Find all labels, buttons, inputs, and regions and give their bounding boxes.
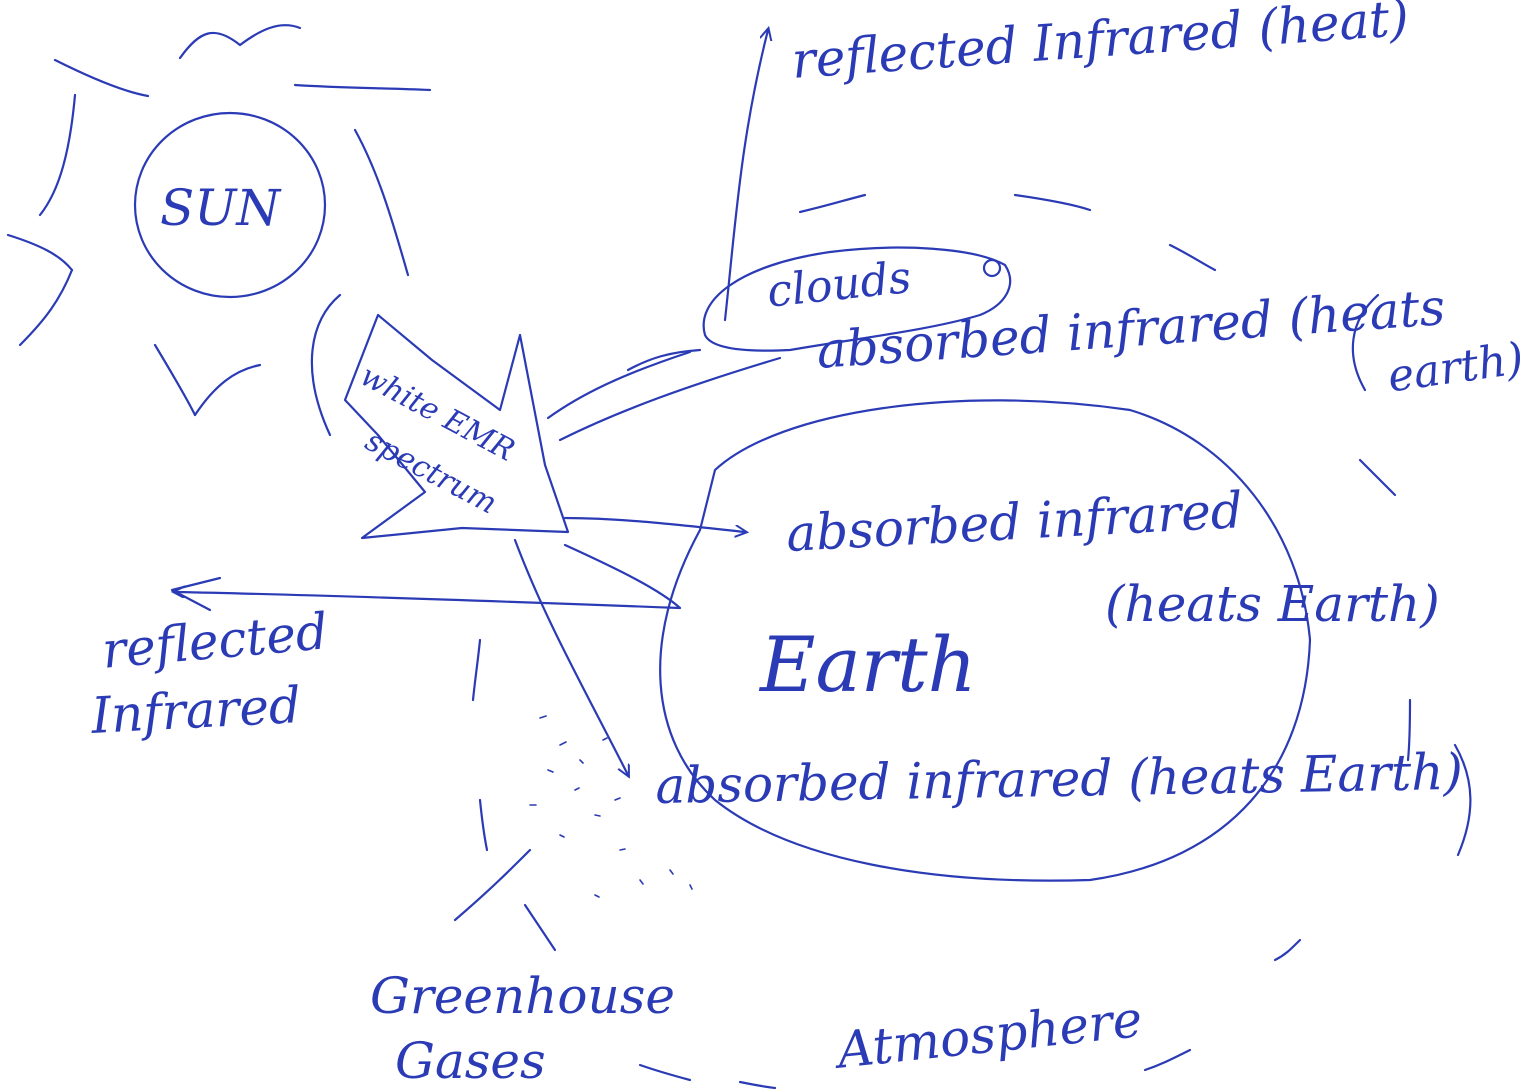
greenhouse-pointer-left — [453, 848, 532, 922]
clouds-small-circle — [982, 258, 1002, 278]
clouds-beam-lower — [558, 356, 782, 442]
greenhouse-gases-line2: Gases — [395, 1032, 546, 1090]
sun-label: SUN — [160, 179, 281, 237]
heats-earth-paren — [1351, 293, 1380, 392]
clouds-beam-upper — [546, 350, 692, 420]
greenhouse-arrow — [513, 538, 628, 775]
sun-rays — [6, 24, 432, 437]
bottom-paren — [1453, 743, 1472, 857]
atmosphere-outline — [471, 193, 1412, 1090]
absorbed-infrared-greenhouse: absorbed infrared (heats Earth) — [654, 742, 1464, 815]
clouds-outline — [702, 246, 1012, 352]
emr-star-shape — [343, 313, 570, 540]
earth-absorbed-arrow — [563, 516, 745, 532]
sun-circle — [133, 111, 327, 299]
greenhouse-dots — [529, 715, 693, 898]
earth-circle — [659, 399, 1312, 882]
greenhouse-gases-line1: Greenhouse — [370, 967, 675, 1025]
absorbed-infrared-earth-line2: (heats Earth) — [1105, 575, 1440, 633]
earth-label: Earth — [760, 620, 977, 709]
reflected-infrared-left-arrow — [175, 543, 682, 610]
reflected-infrared-line2: Infrared — [89, 676, 303, 745]
greenhouse-pointer-right — [523, 903, 557, 952]
reflected-infrared-arrow-hook — [170, 576, 222, 612]
clouds-beam-tip — [626, 348, 702, 372]
